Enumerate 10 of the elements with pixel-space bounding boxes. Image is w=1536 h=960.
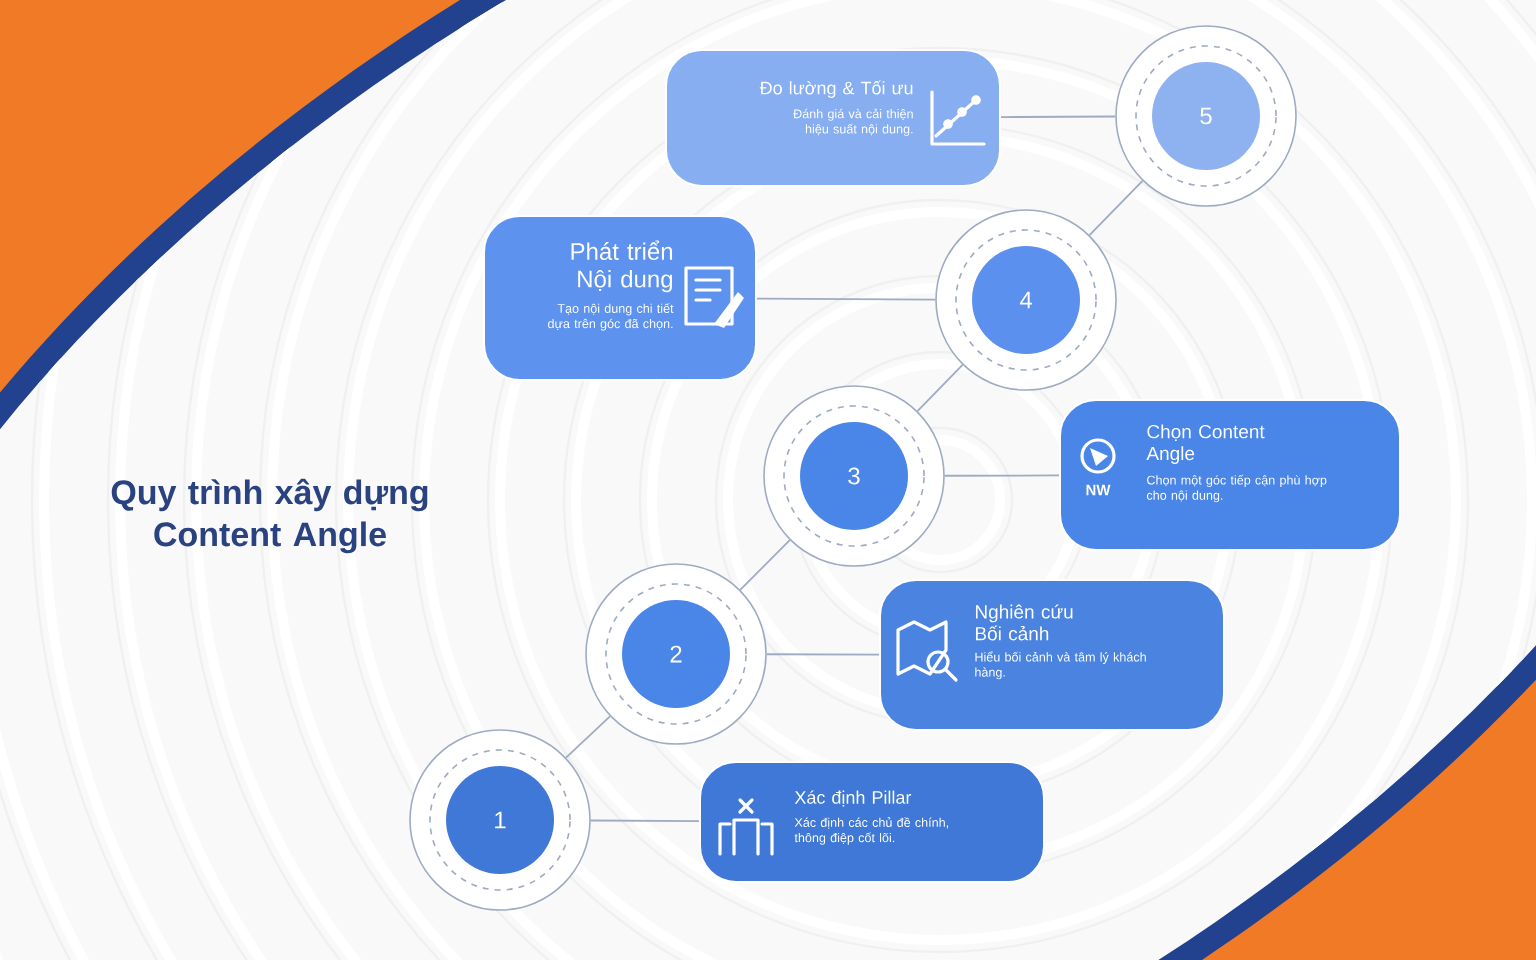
title: Quy trình xây dựng Content Angle (111, 478, 428, 554)
connector-line (739, 539, 791, 591)
connector-line (565, 715, 611, 759)
connector-line (916, 364, 964, 412)
connector-line (943, 474, 1060, 477)
connector-line (1000, 115, 1117, 118)
connector-line (756, 297, 937, 301)
connector-line (589, 819, 700, 822)
connector-line (765, 653, 880, 656)
connector-line (1088, 180, 1144, 236)
